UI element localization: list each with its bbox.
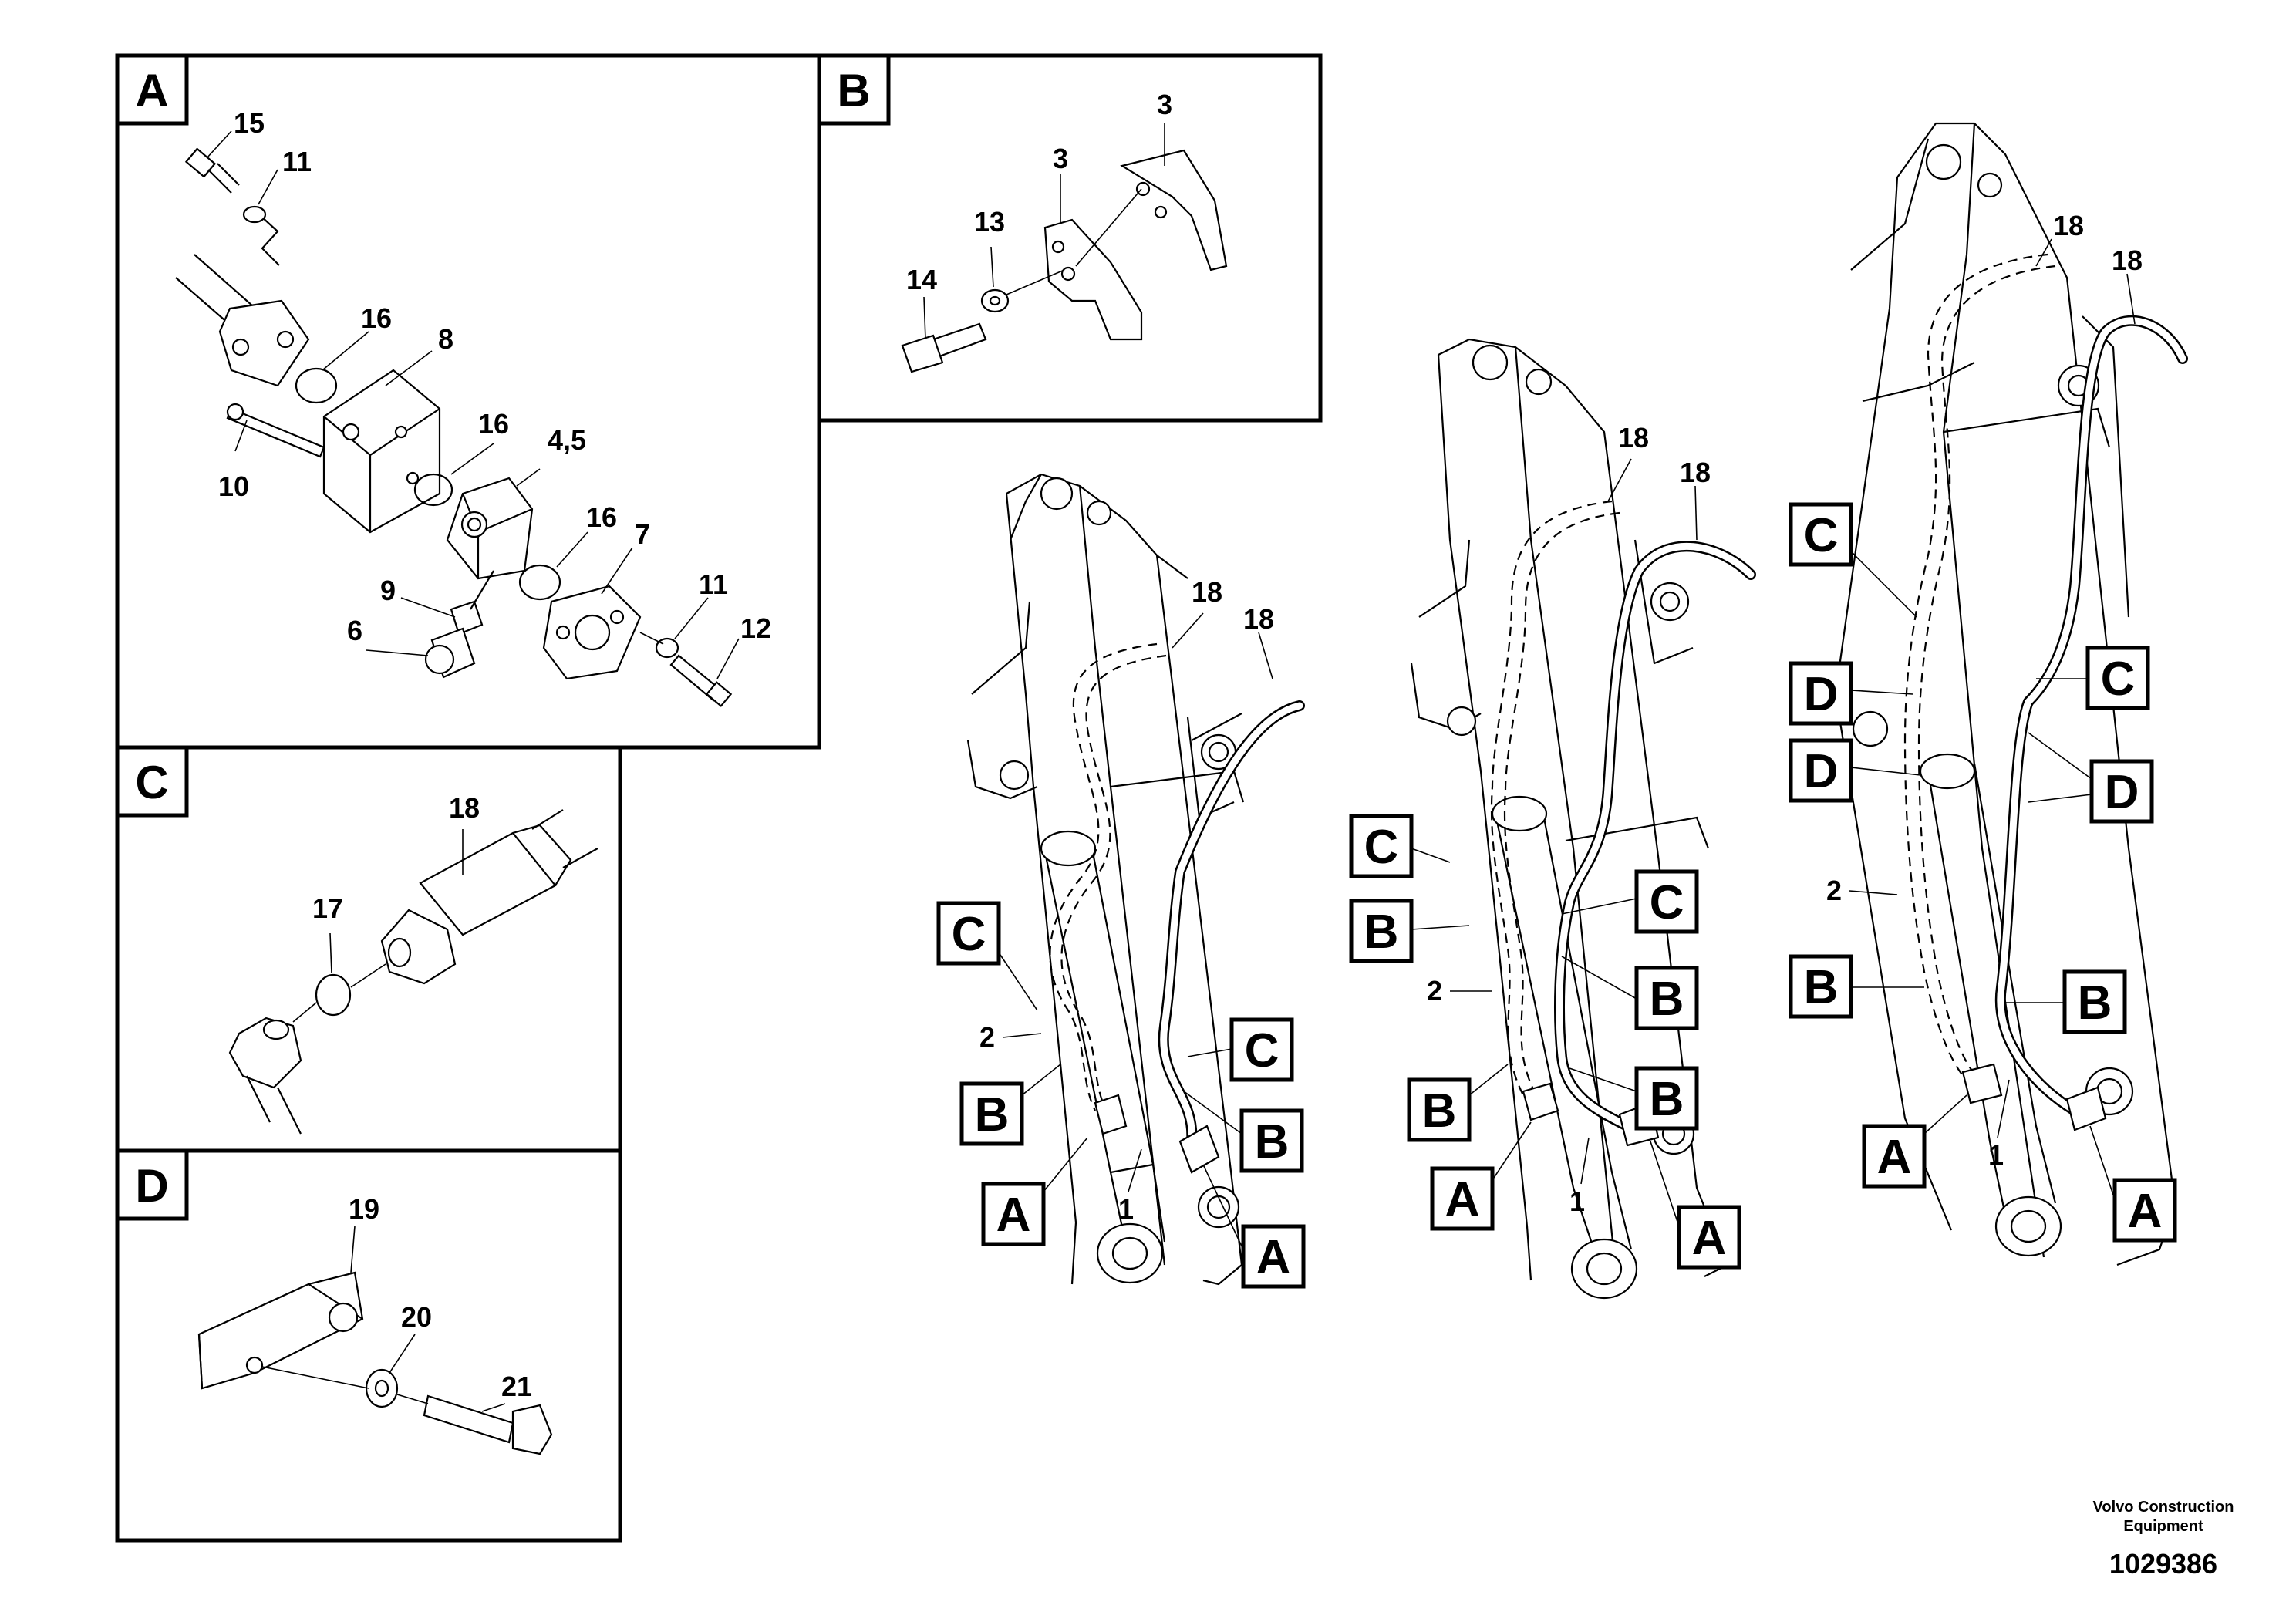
document-number: 1029386 [2109,1548,2217,1580]
panel-a-part-6: 6 [347,615,362,646]
panel-a-part-7: 7 [635,518,650,550]
panel-a-part-10: 10 [218,470,249,502]
panel-a-letter: A [135,65,168,116]
panel-c-part-17: 17 [312,892,343,924]
view3-part-2: 2 [1826,875,1842,906]
view1-part-2: 2 [979,1021,995,1053]
view2-callout-c-right: C [1650,876,1684,929]
panel-b-letter: B [837,65,870,116]
panel-b-part-3b: 3 [1053,143,1068,174]
brand-line-1: Volvo Construction [2093,1499,2234,1516]
block-8 [322,369,441,534]
panel-b-part-3: 3 [1157,89,1172,120]
detail-panel-a: A [115,53,821,750]
view1-callout-b-right: B [1255,1115,1290,1168]
panel-b-part-13: 13 [974,206,1005,238]
view3-part-18-right: 18 [2112,244,2143,276]
view3-part-1: 1 [1988,1139,2004,1171]
view2-callout-b-lower-left: B [1422,1084,1457,1138]
brand-line-2: Equipment [2123,1518,2203,1535]
view2-callout-a-right: A [1692,1212,1727,1265]
view2-part-18-left: 18 [1618,422,1649,454]
view2-part-2: 2 [1427,975,1442,1007]
panel-b-part-14: 14 [906,264,937,295]
footer: Volvo Construction Equipment 1029386 [2093,1499,2234,1580]
panel-c-part-18: 18 [449,792,480,824]
view1-part-18-right: 18 [1243,603,1274,635]
view3-callout-d-upper-left: D [1804,668,1839,721]
view2-callout-c-left: C [1364,821,1399,874]
panel-a-part-15: 15 [234,107,265,139]
boom-view-2: C C B B B B A A 18 18 2 1 [1349,338,1756,1300]
view3-callout-c-left: C [1804,509,1839,562]
view1-callout-b-left: B [975,1088,1010,1141]
view3-callout-a-left: A [1877,1131,1912,1184]
boom-view-3: C C D D D B B A A 18 18 2 1 [1789,122,2188,1266]
view3-callout-d-lower-left: D [1804,745,1839,798]
detail-panel-d: D 19 20 21 [115,1148,622,1543]
boom-view-1: C C B B A A 18 18 2 1 [936,473,1306,1289]
view3-callout-b-left: B [1804,961,1839,1014]
panel-d-part-21: 21 [501,1371,532,1402]
view1-callout-a-left: A [996,1189,1031,1242]
view3-callout-b-right: B [2078,976,2112,1030]
view2-callout-a-left: A [1445,1173,1480,1226]
panel-a-part-16c: 16 [586,501,617,533]
bolt-15 [184,147,280,266]
view3-callout-d-right: D [2105,766,2139,819]
view2-callout-b-upper-right: B [1650,973,1684,1026]
view1-callout-c-right: C [1245,1024,1279,1077]
view3-part-18-left: 18 [2053,210,2084,241]
view3-callout-a-right: A [2128,1185,2163,1238]
detail-panel-c: C 18 17 [115,745,622,1153]
view1-part-1: 1 [1118,1193,1134,1225]
panel-a-part-4-5: 4,5 [548,424,586,456]
panel-a-part-16b: 16 [478,408,509,440]
view1-callout-a-right: A [1256,1231,1291,1284]
panel-a-part-9: 9 [380,575,396,606]
panel-d-part-20: 20 [401,1301,432,1333]
view3-callout-c-right: C [2101,653,2136,706]
view2-part-18-right: 18 [1680,457,1711,488]
adapter-4-5 [446,477,534,580]
panel-d-letter: D [135,1160,168,1212]
panel-a-part-11: 11 [282,146,312,177]
panel-a-part-8: 8 [438,323,453,355]
view2-callout-b-lower-right: B [1650,1073,1684,1126]
panel-a-part-16: 16 [361,302,392,334]
panel-d-part-19: 19 [349,1193,379,1225]
detail-panel-b: B 3 3 13 14 [817,53,1323,423]
view2-part-1: 1 [1569,1185,1585,1217]
panel-a-part-11b: 11 [699,568,728,600]
view1-callout-c-left: C [952,908,986,961]
panel-a-part-12: 12 [740,612,771,644]
view1-part-18-left: 18 [1192,576,1222,608]
panel-c-letter: C [135,757,168,808]
view2-callout-b-upper-left: B [1364,905,1399,959]
